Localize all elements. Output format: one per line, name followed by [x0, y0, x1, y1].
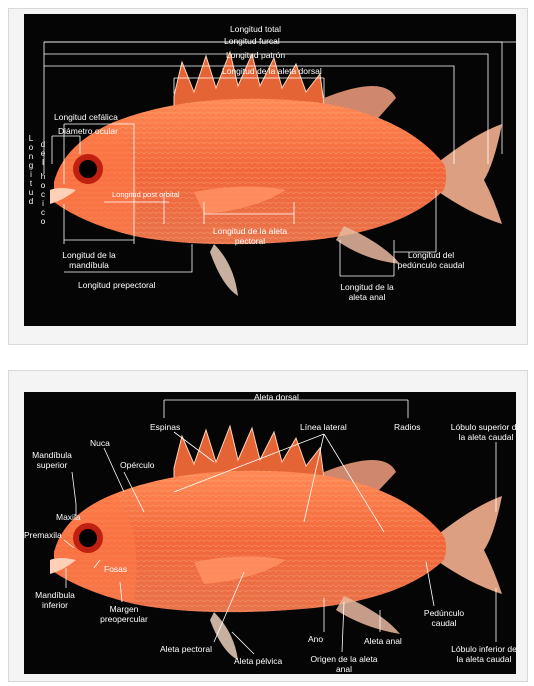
label-longitud-pedunculo-caudal: Longitud del pedúnculo caudal	[396, 250, 466, 270]
label-maxila: Maxila	[56, 512, 81, 522]
label-origen-aleta-anal: Origen de la aleta anal	[306, 654, 382, 674]
label-aleta-anal: Aleta anal	[364, 636, 402, 646]
fish-anatomy-diagram: Aleta dorsal Espinas Radios Línea latera…	[24, 392, 516, 674]
label-fosas: Fosas	[104, 564, 127, 574]
label-pedunculo-caudal: Pedúnculo caudal	[422, 608, 466, 628]
label-longitud-mandibula: Longitud de la mandíbula	[54, 250, 124, 270]
label-aleta-pectoral: Aleta pectoral	[160, 644, 212, 654]
label-operculo: Opérculo	[120, 460, 155, 470]
pelvic-fin	[210, 244, 238, 296]
label-longitud-aleta-pectoral: Longitud de la aleta pectoral	[202, 226, 298, 246]
label-longitud-prepectoral: Longitud prepectoral	[78, 280, 156, 290]
label-espinas: Espinas	[150, 422, 180, 432]
label-lobulo-inferior: Lóbulo inferior de la aleta caudal	[448, 644, 516, 664]
label-longitud-total: Longitud total	[230, 24, 281, 34]
label-longitud-aleta-anal: Longitud de la aleta anal	[332, 282, 402, 302]
label-longitud-del-hocico: L o n g i t u d	[26, 134, 36, 206]
label-longitud-furcal: Longitud furcal	[224, 36, 280, 46]
label-premaxila: Premaxila	[24, 530, 62, 540]
caudal-fin	[436, 496, 502, 594]
label-lobulo-superior: Lóbulo superior de la aleta caudal	[450, 422, 516, 442]
label-radios: Radios	[394, 422, 420, 432]
label-linea-lateral: Línea lateral	[300, 422, 347, 432]
fish-illustration-bottom	[24, 392, 516, 674]
label-aleta-dorsal: Aleta dorsal	[254, 392, 299, 402]
label-mandibula-inferior: Mandíbula inferior	[32, 590, 78, 610]
label-aleta-pelvica: Aleta pélvica	[234, 656, 282, 666]
label-longitud-cefalica: Longitud cefálica	[54, 112, 118, 122]
label-diametro-ocular: Diámetro ocular	[58, 126, 118, 136]
anal-fin	[336, 226, 400, 264]
label-longitud-post-orbital: Longitud post orbital	[112, 190, 180, 200]
label-ano: Ano	[308, 634, 323, 644]
label-nuca: Nuca	[90, 438, 110, 448]
label-mandibula-superior: Mandíbula superior	[28, 450, 76, 470]
label-margen-preopercular: Margen preopercular	[94, 604, 154, 624]
label-longitud-patron: Longitud patrón	[226, 50, 285, 60]
anal-fin	[336, 596, 400, 634]
label-longitud-aleta-dorsal: Longitud de la aleta dorsal	[222, 66, 322, 76]
fish-measurements-diagram: Longitud total Longitud furcal Longitud …	[24, 14, 516, 326]
